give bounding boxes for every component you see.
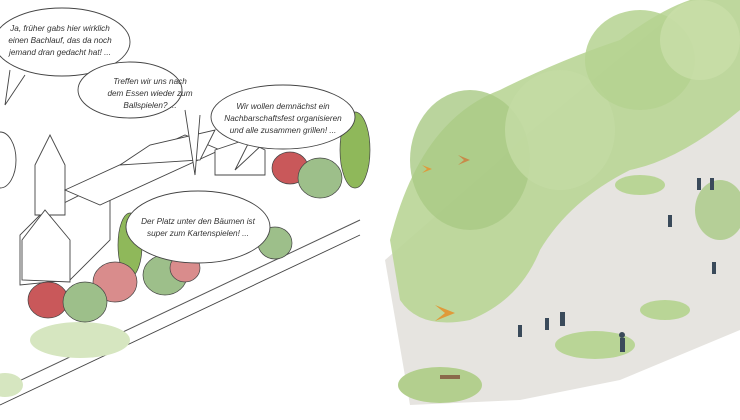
people (518, 178, 716, 352)
speech-bubble-partial (0, 131, 17, 189)
butterfly (435, 305, 455, 321)
lawn (30, 322, 130, 358)
trees (27, 111, 371, 323)
watercolor-plan (385, 0, 740, 405)
bench (440, 375, 460, 379)
